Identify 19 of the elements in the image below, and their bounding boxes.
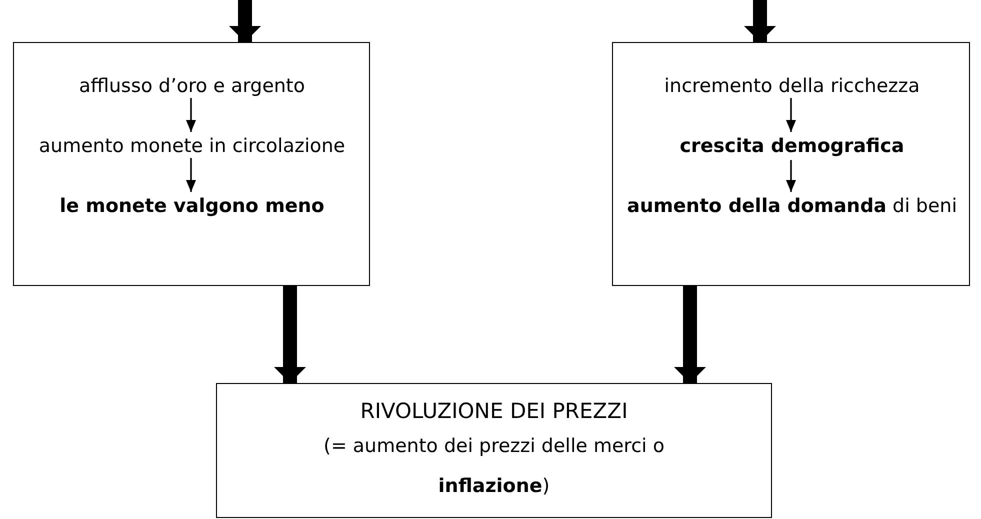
arrow	[674, 286, 706, 383]
process-box	[216, 383, 772, 518]
description-text: (= aumento dei prezzi delle merci o inflazione)	[322, 434, 666, 499]
arrow	[744, 0, 776, 42]
arrow	[186, 158, 196, 192]
step-text: le monete valgono meno	[60, 193, 324, 221]
process-box	[13, 42, 370, 286]
arrow	[274, 286, 306, 383]
arrow	[186, 98, 196, 132]
process-box	[612, 42, 970, 286]
arrow	[229, 0, 261, 42]
step-text: aumento monete in circolazione	[38, 133, 346, 159]
heading-text: RIVOLUZIONE DEI PREZZI	[360, 398, 628, 425]
arrow	[786, 98, 796, 132]
step-text: incremento della ricchezza	[664, 73, 920, 99]
step-text: afflusso d’oro e argento	[79, 73, 305, 99]
step-text: crescita demografica	[680, 133, 904, 161]
arrow	[786, 160, 796, 192]
step-text: aumento della domanda di beni	[627, 193, 957, 221]
